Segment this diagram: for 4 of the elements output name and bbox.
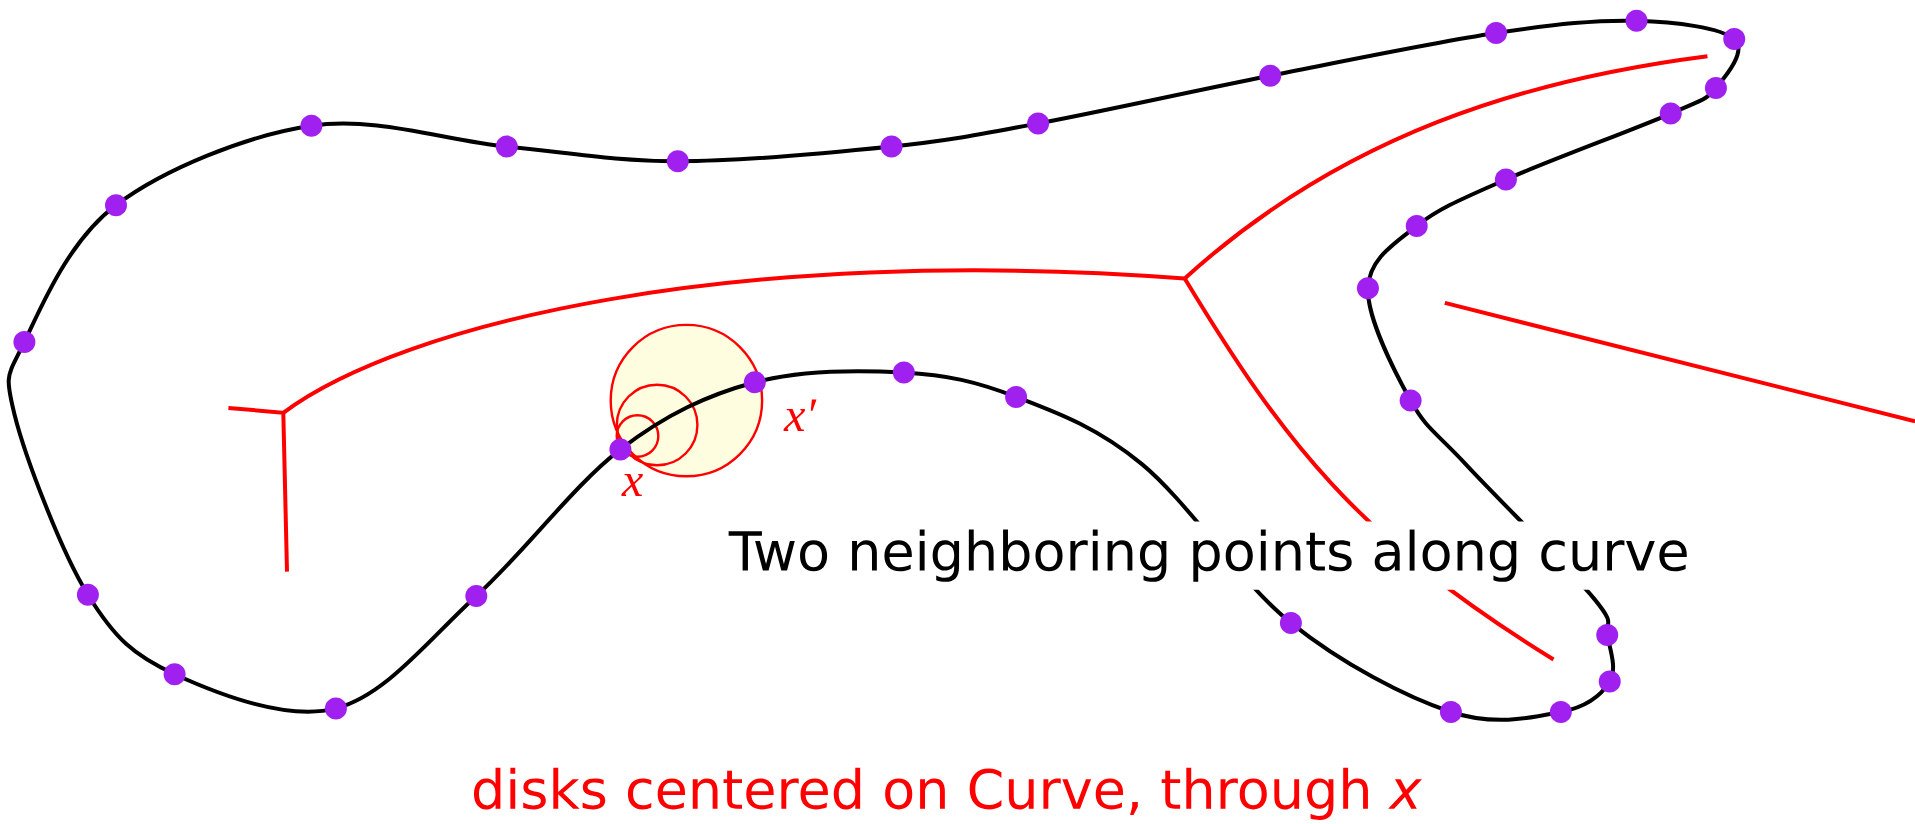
math-label: x xyxy=(621,473,643,496)
caption-text: disks centered on Curve, through x xyxy=(474,767,1422,820)
math-label: x′ xyxy=(783,399,817,431)
annotation-text: Two neighboring points along curve xyxy=(720,521,1698,590)
